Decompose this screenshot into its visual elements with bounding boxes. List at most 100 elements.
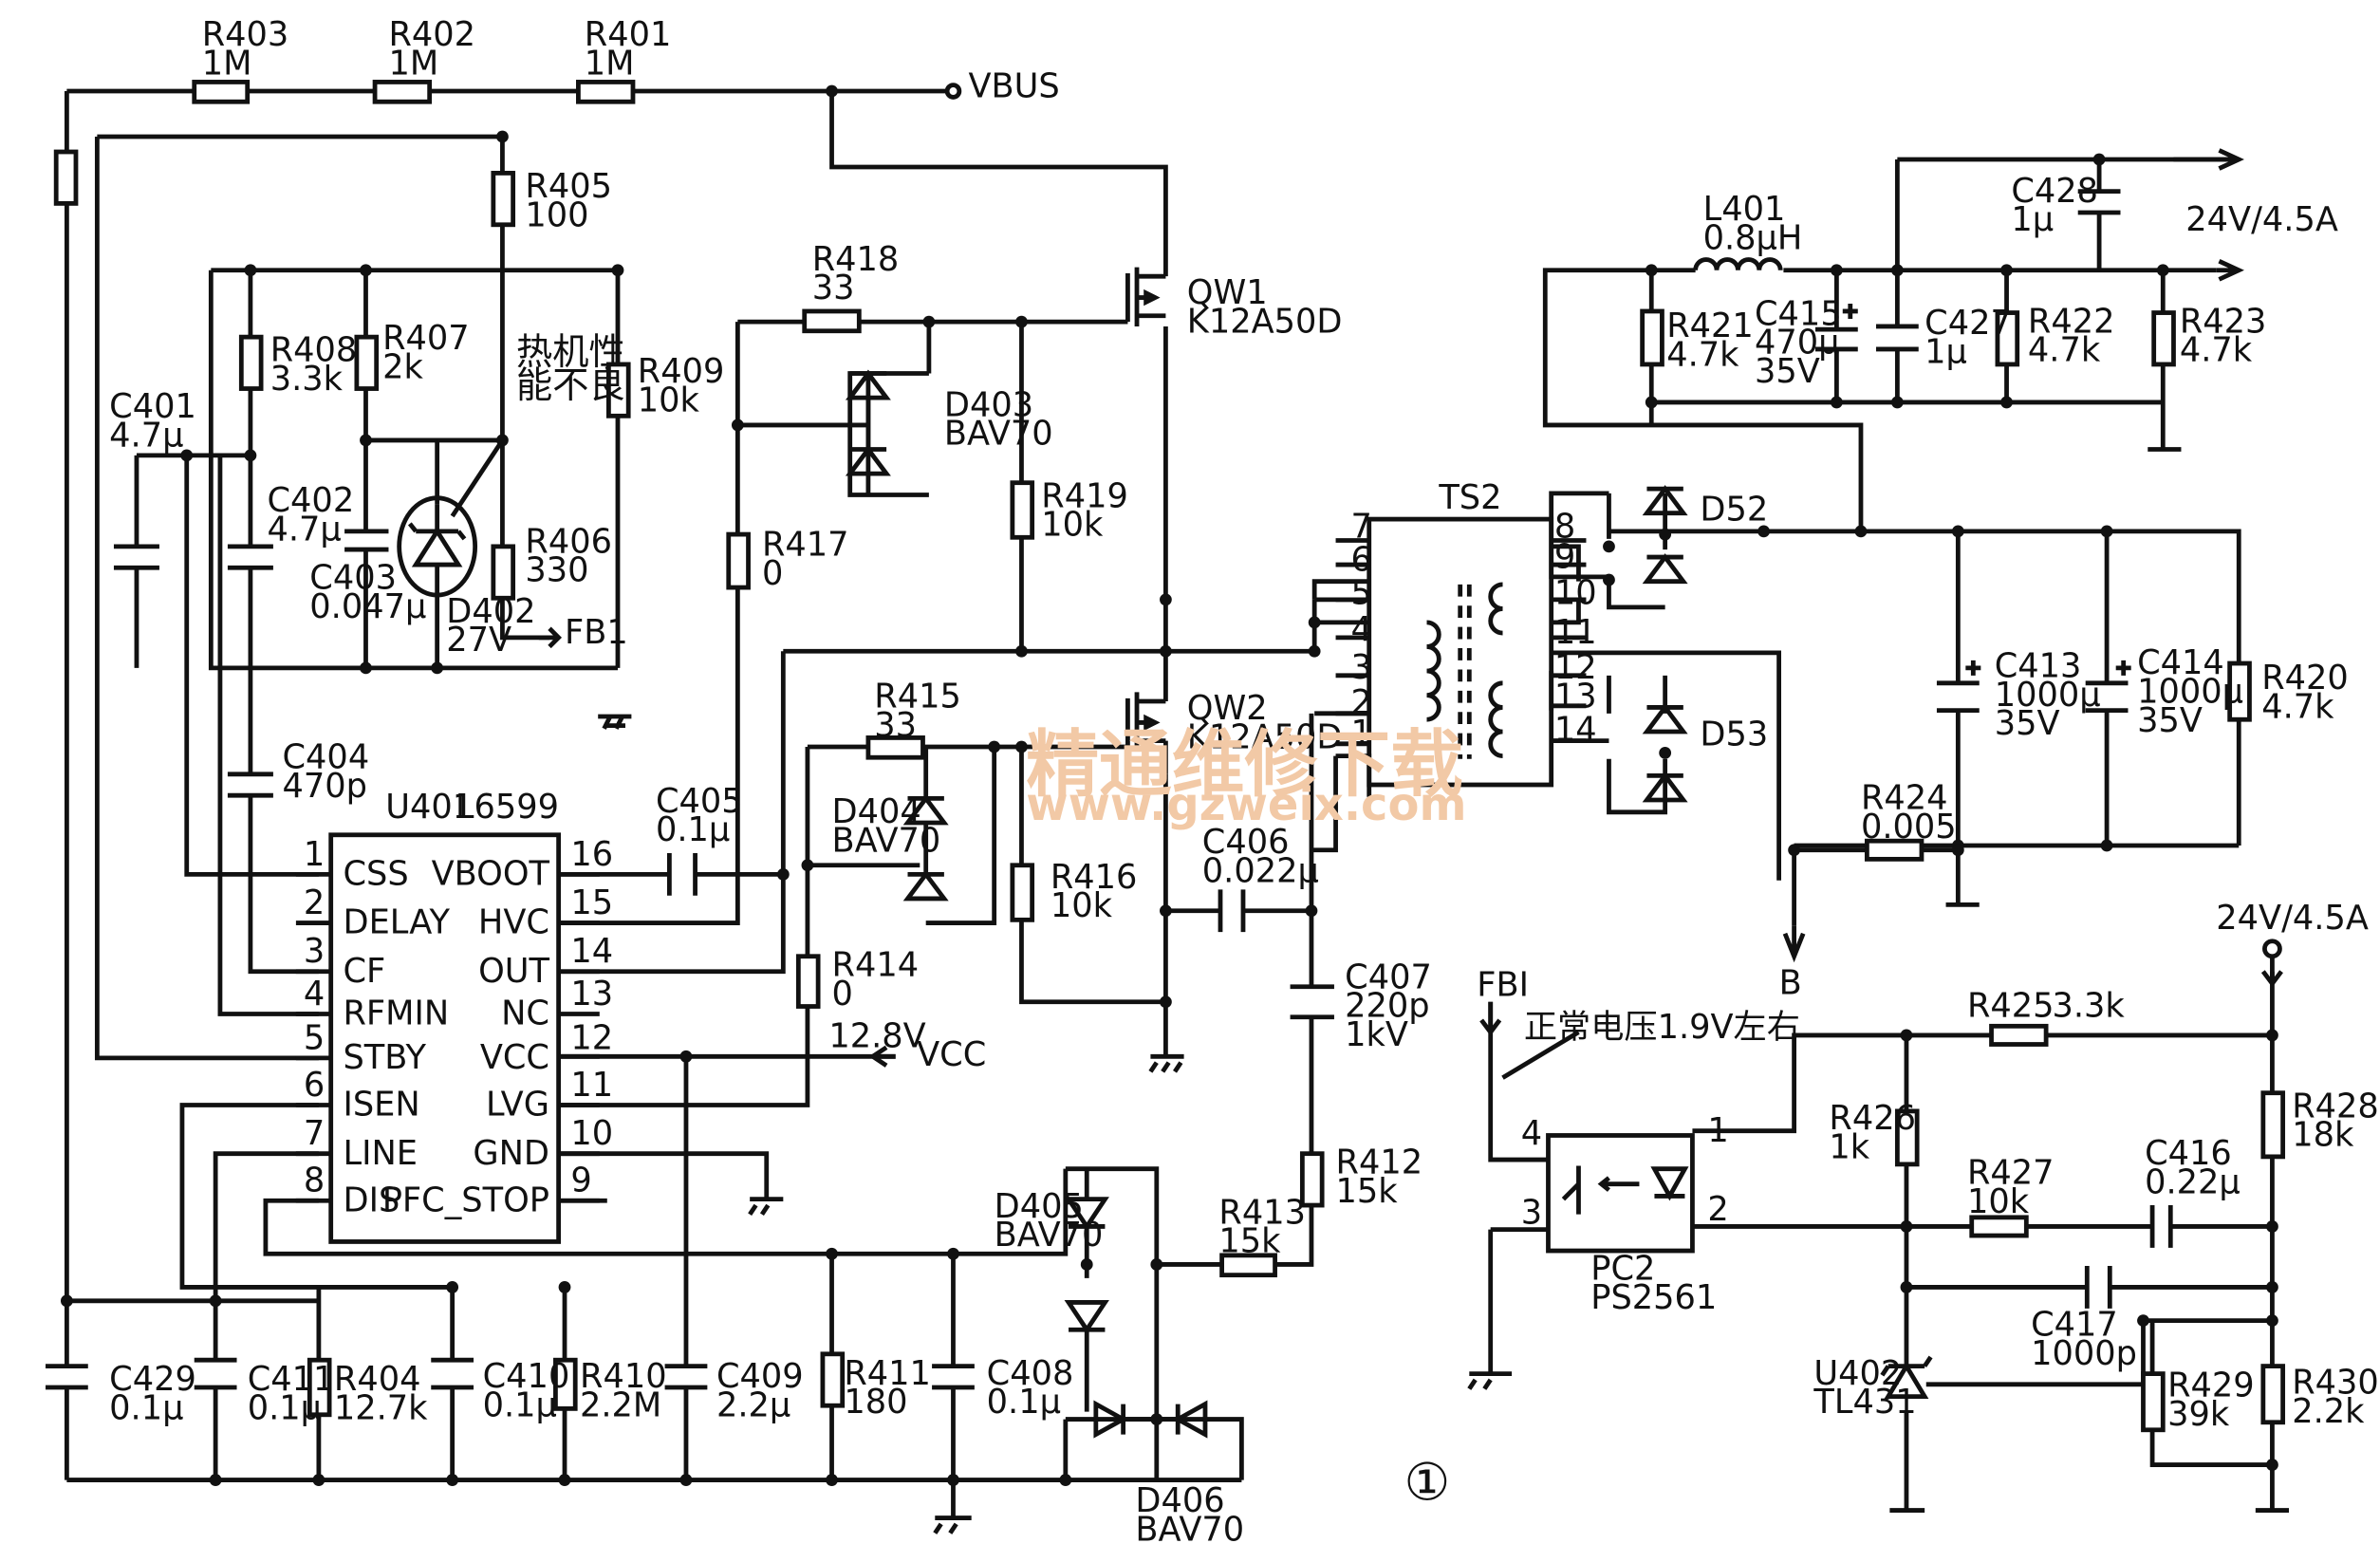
component-value-d405: BAV70 — [995, 1216, 1104, 1255]
component-ref-d403: D403 — [944, 385, 1033, 424]
inductor-l401 — [1693, 257, 1783, 271]
component-value-r412: 15k — [1336, 1172, 1399, 1211]
component-value-c417: 1000p — [2031, 1334, 2137, 1373]
vcc-voltage-label: 12.8V — [828, 1017, 925, 1056]
component-ref-c404: C404 — [283, 737, 370, 776]
r424-body — [1864, 838, 1924, 862]
junction-dot — [558, 1474, 571, 1486]
r405-body — [491, 171, 516, 228]
junction-dot — [1160, 904, 1172, 918]
component-value-r425: 3.3k — [2053, 987, 2126, 1026]
junction-dot — [801, 859, 814, 872]
c428-plates — [2077, 189, 2121, 215]
vcc-label: VCC — [917, 1035, 986, 1074]
junction-dot — [1951, 525, 1964, 538]
junction-dot — [2266, 1459, 2278, 1471]
hot-fault-line2: 能不良 — [516, 364, 625, 407]
junction-dot — [2000, 396, 2013, 409]
component-ref-r411: R411 — [844, 1354, 931, 1393]
arrows — [538, 83, 2283, 1080]
junction-dot — [1645, 264, 1658, 277]
component-value-c410: 0.1μ — [483, 1385, 557, 1424]
junction-dot — [826, 1247, 838, 1260]
component-ref-r407: R407 — [382, 319, 470, 358]
junction-dot — [1603, 540, 1615, 553]
c403-plates — [344, 529, 389, 552]
junction-dot — [1015, 644, 1028, 658]
r403-body — [192, 80, 251, 104]
ts2-primary-pin: 3 — [1351, 648, 1372, 687]
component-ref-c406: C406 — [1202, 823, 1290, 862]
junction-dot — [1645, 396, 1658, 409]
junction-dot — [446, 1474, 459, 1486]
junction-dot — [1900, 1029, 1913, 1042]
ic-right-pin-name: VCC — [480, 1038, 549, 1077]
component-value-r418: 33 — [812, 269, 855, 307]
component-value-c405: 0.1μ — [656, 810, 730, 849]
r404-body — [307, 1357, 332, 1418]
labels: U401 L6599 1CSS2DELAY3CF4RFMIN5STBY6ISEN… — [109, 15, 2379, 1549]
component-ref-c402: C402 — [268, 481, 355, 520]
component-rating-c414: 35V — [2137, 701, 2203, 740]
component-value-r413: 15k — [1218, 1222, 1281, 1261]
c402-plates — [227, 544, 273, 570]
component-ref-r412: R412 — [1336, 1143, 1423, 1181]
component-ref-r410: R410 — [580, 1357, 667, 1396]
ts2-secondary-pin: 9 — [1554, 537, 1575, 576]
junction-dot — [1900, 1220, 1913, 1233]
ic-pin-labels: 1CSS2DELAY3CF4RFMIN5STBY6ISEN7LINE8DIS16… — [304, 835, 613, 1220]
component-value-c401: 4.7μ — [109, 416, 183, 455]
component-ref-r428: R428 — [2292, 1087, 2379, 1125]
ic-right-pin-name: VBOOT — [432, 855, 550, 894]
component-value-c411: 0.1μ — [248, 1389, 322, 1428]
u402-part: TL431 — [1813, 1383, 1916, 1422]
junction-dot — [731, 418, 744, 432]
r406-body — [491, 544, 516, 601]
ic-right-pin-number: 13 — [570, 975, 613, 1013]
junction-dot — [1603, 573, 1615, 586]
ic-label-ref: U401 — [385, 788, 474, 827]
ic-left-pin-name: RFMIN — [343, 995, 449, 1033]
junction-dot — [1900, 1281, 1913, 1293]
ic-pin-leads — [295, 871, 600, 1203]
r421-body — [1640, 308, 1664, 367]
component-ref-r408: R408 — [270, 331, 358, 370]
component-rating-c413: 35V — [1995, 704, 2060, 743]
optocoupler-pc2 — [1546, 1133, 1695, 1254]
junction-dot — [1890, 396, 1904, 409]
component-ref-r426: R426 — [1829, 1099, 1916, 1138]
ts2-secondary-pin: 14 — [1554, 711, 1597, 750]
component-ref-r416: R416 — [1051, 858, 1138, 897]
c407-plates — [1290, 984, 1334, 1020]
junction-dot — [360, 661, 372, 675]
pc2-part: PS2561 — [1590, 1278, 1717, 1317]
hot-fault-line1: 热机性 — [516, 331, 625, 374]
ic-right-pin-name: NC — [501, 995, 549, 1033]
component-value-c415: 470μ — [1755, 324, 1840, 363]
ts2-label: TS2 — [1438, 478, 1501, 517]
u402-ref: U402 — [1813, 1354, 1902, 1393]
component-value-c408: 0.1μ — [987, 1383, 1061, 1422]
junction-dot — [1788, 844, 1800, 857]
capacitor-shapes — [45, 189, 2173, 1390]
junction-dot — [1059, 1474, 1072, 1486]
component-value-r422: 4.7k — [2028, 331, 2101, 370]
junction-dot — [209, 1474, 222, 1486]
mosfet-shapes — [1125, 265, 1168, 774]
r423-body — [2151, 310, 2176, 367]
component-ref-c409: C409 — [716, 1357, 804, 1396]
ic-left-pin-name: DIS — [343, 1181, 400, 1219]
r-left-body — [53, 149, 79, 206]
junction-dot — [1150, 1413, 1163, 1425]
ic-left-pin-number: 7 — [304, 1114, 325, 1153]
component-value-r421: 4.7k — [1666, 336, 1739, 375]
component-ref-r401: R401 — [585, 15, 672, 54]
component-ref-d52: D52 — [1700, 491, 1768, 530]
junction-dot — [1951, 844, 1964, 857]
junction-dot — [1830, 396, 1843, 409]
c404-plates — [227, 772, 273, 798]
component-ref-r424: R424 — [1861, 779, 1948, 818]
r429-body — [2141, 1371, 2166, 1433]
component-ref-r430: R430 — [2292, 1363, 2379, 1402]
ts2-primary-pin: 1 — [1351, 714, 1372, 753]
